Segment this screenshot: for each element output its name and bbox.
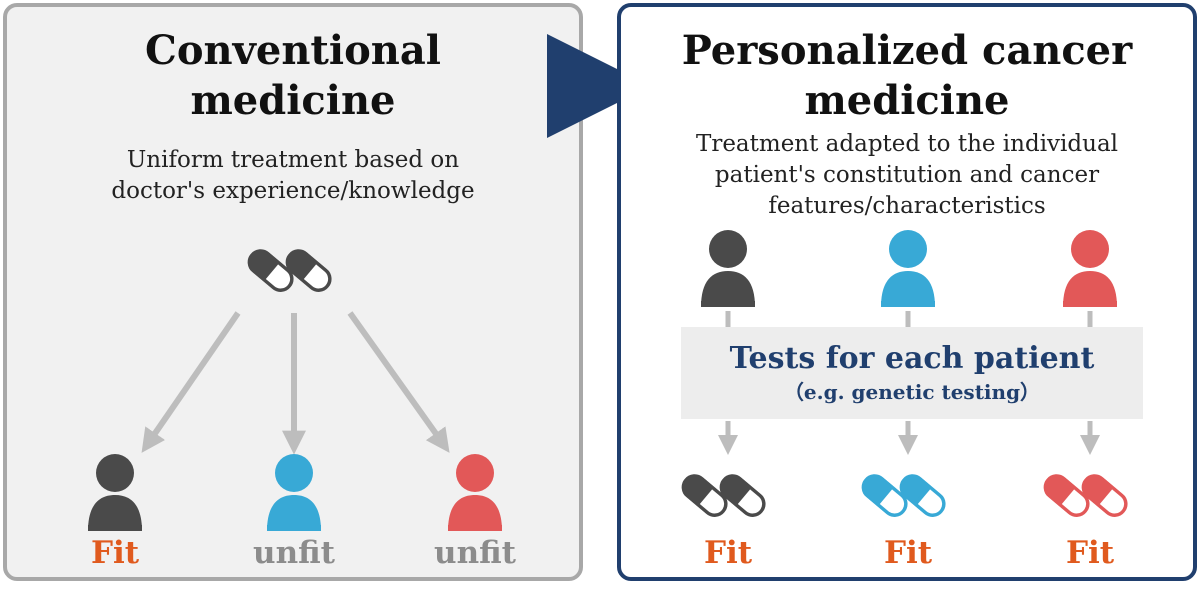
arrow-to-patient-1 — [141, 311, 241, 453]
conventional-medicine-panel: Conventional medicine Uniform treatment … — [3, 3, 583, 581]
test-connectors — [718, 311, 1100, 455]
result-label: unfit — [434, 535, 516, 571]
conventional-description: Uniform treatment based on doctor's expe… — [111, 147, 475, 204]
result-label: unfit — [253, 535, 335, 571]
capsule-pair-icon — [857, 469, 951, 522]
result-label: Fit — [703, 535, 753, 571]
right-triangle-arrow-icon — [547, 34, 651, 138]
result-label: Fit — [883, 535, 933, 571]
tests-subtitle: （e.g. genetic testing） — [783, 380, 1041, 404]
tests-title: Tests for each patient — [729, 341, 1095, 376]
result-label: Fit — [90, 535, 140, 571]
conventional-title: Conventional medicine — [145, 27, 441, 124]
capsule-pair-icon — [677, 469, 771, 522]
personalized-title: Personalized cancer medicine — [681, 27, 1133, 124]
personalized-medicine-panel: Personalized cancer medicine Treatment a… — [617, 3, 1197, 581]
person-icon — [85, 453, 145, 533]
tests-box: Tests for each patient （e.g. genetic tes… — [681, 327, 1143, 419]
person-icon — [445, 453, 505, 533]
person-icon — [264, 453, 324, 533]
result-label: Fit — [1065, 535, 1115, 571]
treatment-arrows — [141, 311, 450, 455]
capsule-pair-icon — [1039, 469, 1133, 522]
personalized-description: Treatment adapted to the individual pati… — [695, 131, 1119, 219]
arrow-to-patient-3 — [347, 311, 450, 453]
